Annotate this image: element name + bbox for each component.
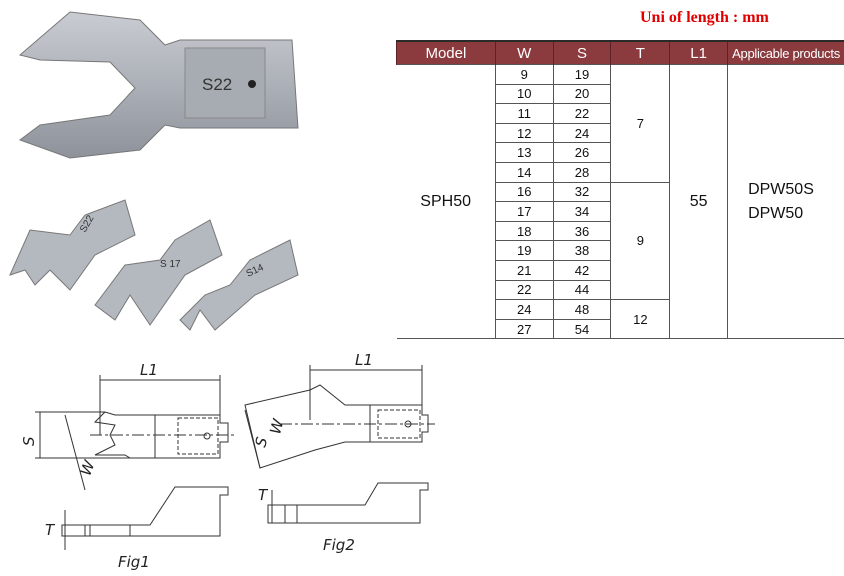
header-s: S [552, 41, 611, 65]
model-cell: SPH50 [396, 63, 496, 340]
fig1-label: Fig1 [118, 553, 150, 571]
w-cell: 13 [494, 142, 554, 163]
unit-note: Uni of length : mm [640, 9, 769, 26]
w-cell: 19 [494, 240, 554, 261]
w-cell: 24 [494, 299, 554, 320]
header-t: T [610, 41, 670, 65]
header-w: W [494, 41, 554, 65]
w-cell: 9 [494, 64, 554, 85]
w-cell: 10 [494, 83, 554, 105]
s-cell: 22 [552, 103, 612, 124]
dim-w-fig1: W [77, 457, 99, 478]
dim-l1-fig2: L1 [355, 351, 373, 369]
header-applicable: Applicable products [727, 41, 844, 65]
w-cell: 22 [494, 279, 554, 301]
w-cell: 17 [494, 201, 554, 222]
dim-w-fig2: W [266, 416, 288, 436]
dim-s-fig1: S [20, 436, 38, 446]
s-cell: 26 [552, 142, 612, 163]
applicable-products-cell: DPW50S DPW50 [727, 63, 844, 340]
w-cell: 11 [494, 103, 554, 124]
w-cell: 14 [494, 161, 554, 183]
stamp-large: S22 [202, 75, 232, 94]
s-cell: 36 [552, 220, 612, 242]
s-cell: 24 [552, 122, 612, 144]
t-cell: 7 [610, 64, 671, 183]
s-cell: 34 [552, 201, 612, 222]
s-cell: 48 [552, 299, 612, 320]
t-cell: 12 [610, 299, 671, 340]
l1-cell: 55 [669, 63, 729, 340]
w-cell: 21 [494, 259, 554, 281]
w-cell: 18 [494, 220, 554, 242]
s-cell: 20 [552, 83, 612, 105]
wrench-photo-large: S22 [18, 11, 299, 159]
fig2-label: Fig2 [323, 536, 355, 554]
s-cell: 42 [552, 259, 612, 281]
s-cell: 54 [552, 318, 612, 340]
applicable-product: DPW50S [748, 180, 814, 198]
s-cell: 38 [552, 240, 612, 261]
s-cell: 19 [552, 64, 612, 85]
dim-l1-fig1: L1 [140, 361, 158, 379]
technical-drawings: L1 S W T Fig1 L1 S W T Fig2 [20, 351, 435, 571]
w-cell: 27 [494, 318, 554, 340]
applicable-product: DPW50 [748, 204, 804, 222]
dim-t-fig1: T [45, 521, 56, 539]
t-cell: 9 [610, 181, 671, 301]
dim-t-fig2: T [258, 486, 269, 504]
header-l1: L1 [669, 41, 728, 65]
s-cell: 44 [552, 279, 612, 301]
w-cell: 16 [494, 181, 554, 203]
s-cell: 28 [552, 161, 612, 183]
w-cell: 12 [494, 122, 554, 144]
stamp-small-2: S 17 [160, 259, 181, 270]
s-cell: 32 [552, 181, 612, 203]
header-model: Model [396, 41, 496, 65]
spec-table: Model W S T L1 Applicable products SPH50… [396, 40, 844, 340]
wrench-photos-small: S22 S 17 S14 [9, 199, 299, 331]
